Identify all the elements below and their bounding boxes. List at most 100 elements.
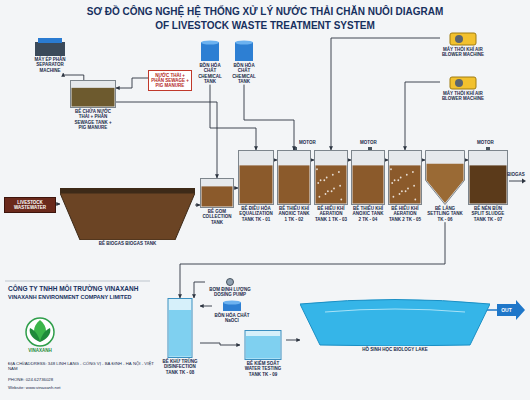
tank-shape bbox=[229, 40, 259, 62]
node-label: BỒN HÓA CHẤT NaOCl bbox=[212, 313, 252, 324]
pipe-connector bbox=[465, 160, 468, 161]
blower-body bbox=[450, 77, 476, 89]
lake-ripple bbox=[325, 309, 465, 312]
treatment-tank: BỂ ĐIỀU HÒA EQUALIZATION TANK TK - 01 bbox=[238, 150, 274, 222]
blower-motor bbox=[455, 35, 463, 43]
chemical-tank: BỒN HÓA CHẤT CHEMICAL TANK bbox=[195, 40, 225, 85]
tank-drawing bbox=[240, 330, 286, 360]
pipe-connector bbox=[116, 102, 217, 178]
air-bubble bbox=[391, 182, 393, 184]
tank-drawing bbox=[28, 38, 72, 56]
settling-tank: BỂ LẮNG SETTLING TANK TK - 06 bbox=[425, 150, 465, 222]
tank-drawing bbox=[195, 40, 225, 62]
tank-shape bbox=[60, 188, 195, 240]
node-label: BỂ LẮNG SETTLING TANK TK - 06 bbox=[425, 206, 465, 222]
tank-shape bbox=[195, 40, 225, 62]
pipe-connector bbox=[210, 85, 256, 150]
aeration-tank: BỂ HIẾU KHÍ AERATION TANK 2 TK - 05 bbox=[388, 150, 422, 222]
node-label: MÁY THỔI KHÍ AIR BLOWER MACHINE bbox=[440, 47, 486, 58]
tank-shape bbox=[425, 150, 465, 205]
tank-drawing bbox=[425, 150, 465, 205]
air-bubble bbox=[400, 177, 402, 179]
air-blower: MÁY THỔI KHÍ AIR BLOWER MACHINE bbox=[440, 74, 486, 102]
biology-lake: HỒ SINH HỌC BIOLOGY LAKE bbox=[300, 298, 490, 352]
node-label: LIVESTOCK WASTEWATER bbox=[7, 200, 53, 211]
air-bubble bbox=[412, 171, 414, 173]
pipe-connector bbox=[56, 204, 60, 205]
tank-wall bbox=[389, 151, 422, 205]
tank-shape bbox=[440, 30, 486, 46]
tank-water bbox=[427, 164, 464, 203]
node-label: BỂ BIOGAS BIOGAS TANK bbox=[60, 241, 195, 246]
blower-body bbox=[450, 33, 476, 45]
air-bubble bbox=[327, 190, 329, 192]
air-bubble bbox=[414, 199, 416, 201]
logo-leaf bbox=[40, 328, 50, 342]
pipe-connector bbox=[348, 160, 351, 161]
tank-wall bbox=[469, 151, 508, 205]
tank-water bbox=[353, 165, 384, 203]
divider-line bbox=[5, 281, 150, 282]
air-bubble bbox=[407, 188, 409, 190]
biogas-tank: BỂ BIOGAS BIOGAS TANK bbox=[60, 188, 195, 246]
tank-shape bbox=[277, 150, 311, 205]
air-bubble bbox=[399, 193, 401, 195]
tank-wall bbox=[315, 151, 348, 205]
node-label: BỂ CHỨA NƯỚC THẢI + PHÂN SEWAGE TANK + P… bbox=[70, 109, 116, 131]
tank-shape bbox=[314, 150, 348, 205]
air-bubble bbox=[394, 179, 396, 181]
node-label: BỂ ĐIỀU HÒA EQUALIZATION TANK TK - 01 bbox=[238, 206, 274, 222]
biogas-label: BIOGAS bbox=[507, 172, 529, 177]
air-bubble bbox=[326, 177, 328, 179]
out-label: OUT bbox=[497, 307, 516, 313]
separator-machine: MÁY ÉP PHÂN SEPARATOR MACHINE bbox=[28, 38, 72, 73]
pipe-connector bbox=[244, 85, 294, 150]
tank-water bbox=[202, 186, 233, 206]
motor-label: MOTOR bbox=[299, 140, 319, 145]
pipe-connector bbox=[200, 343, 240, 345]
node-label: BỒN HÓA CHẤT CHEMICAL TANK bbox=[195, 63, 225, 85]
machine-body bbox=[35, 42, 65, 56]
treatment-tank: BỂ THIẾU KHÍ ANOXIC TANK 1 TK - 02 bbox=[277, 150, 311, 222]
node-label: BỂ GOM COLLECTION TANK bbox=[200, 209, 234, 225]
tank-shape bbox=[468, 150, 508, 205]
node-label: BỂ HIẾU KHÍ AERATION TANK 2 TK - 05 bbox=[388, 206, 422, 222]
node-label: BỂ NÉN BÙN SPLIT SLUDGE TANK TK - 07 bbox=[468, 206, 508, 222]
biogas-arrow bbox=[522, 179, 526, 184]
tank-wall bbox=[71, 81, 116, 108]
air-bubble bbox=[413, 185, 415, 187]
tank-shape bbox=[300, 298, 490, 346]
tank-drawing bbox=[388, 150, 422, 205]
pipe-connector bbox=[180, 222, 445, 298]
tank-water bbox=[169, 310, 191, 357]
tank-shape bbox=[160, 298, 200, 358]
flow-label-box: NƯỚC THẢI + PHÂN SEWAGE + PIG MANURE bbox=[148, 70, 192, 91]
pipe-connector bbox=[116, 78, 148, 88]
tank-shape bbox=[388, 150, 422, 205]
tank-water bbox=[246, 336, 280, 359]
air-blower: MÁY THỔI KHÍ AIR BLOWER MACHINE bbox=[440, 30, 486, 58]
tank-drawing bbox=[70, 80, 116, 108]
tank-body bbox=[235, 42, 253, 61]
blower-motor bbox=[455, 79, 463, 87]
biogas-pit bbox=[60, 193, 195, 240]
air-bubble bbox=[393, 196, 395, 198]
tank-shape bbox=[28, 38, 72, 56]
node-label: BỂ KHỬ TRÙNG DISINFECTION TANK TK - 08 bbox=[160, 359, 200, 375]
tank-drawing bbox=[229, 40, 259, 62]
air-bubble bbox=[332, 174, 334, 176]
treatment-tank: BỂ THIẾU KHÍ ANOXIC TANK 2 TK - 04 bbox=[351, 150, 385, 222]
pipe-connector bbox=[422, 160, 425, 161]
company-logo bbox=[26, 318, 54, 346]
out-arrow bbox=[497, 300, 525, 320]
tank-top bbox=[201, 41, 219, 45]
tank-drawing bbox=[440, 30, 486, 46]
pipe-connector bbox=[311, 160, 314, 161]
node-label: MÁY THỔI KHÍ AIR BLOWER MACHINE bbox=[440, 91, 486, 102]
tank-top bbox=[235, 41, 253, 45]
company-name-en: VINAXANH ENVIRONMENT COMPANY LIMITED bbox=[8, 294, 158, 301]
node-label: BỂ THIẾU KHÍ ANOXIC TANK 1 TK - 02 bbox=[277, 206, 311, 222]
tank-drawing bbox=[205, 278, 255, 286]
node-label: BỂ THIẾU KHÍ ANOXIC TANK 2 TK - 04 bbox=[351, 206, 385, 222]
pipe-connector bbox=[405, 82, 440, 150]
